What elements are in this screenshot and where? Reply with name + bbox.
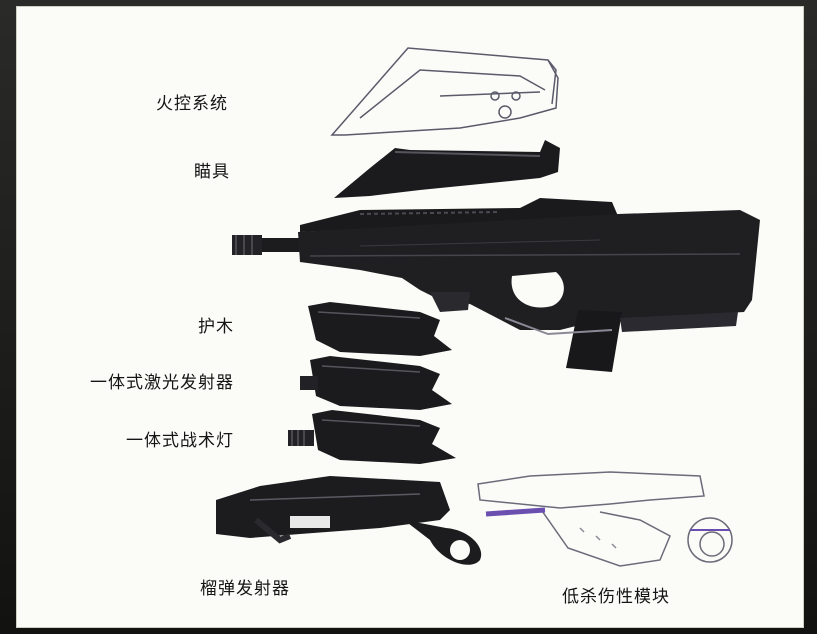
label-grenade-launcher: 榴弹发射器 (200, 579, 290, 599)
label-fire-control: 火控系统 (156, 94, 228, 114)
grenade-launcher-part (216, 476, 482, 565)
label-less-lethal: 低杀伤性模块 (562, 587, 670, 607)
label-tactical-light: 一体式战术灯 (126, 431, 234, 451)
fire-control-drawing (330, 47, 559, 136)
sight-part (334, 140, 560, 198)
less-lethal-drawing (477, 471, 733, 567)
laser-emitter-part (300, 356, 452, 410)
label-laser-emitter: 一体式激光发射器 (90, 373, 234, 393)
tactical-light-part (288, 410, 456, 464)
rifle-body (232, 198, 760, 372)
label-handguard: 护木 (198, 317, 234, 337)
label-sight: 瞄具 (194, 162, 230, 182)
handguard-part (308, 302, 452, 356)
